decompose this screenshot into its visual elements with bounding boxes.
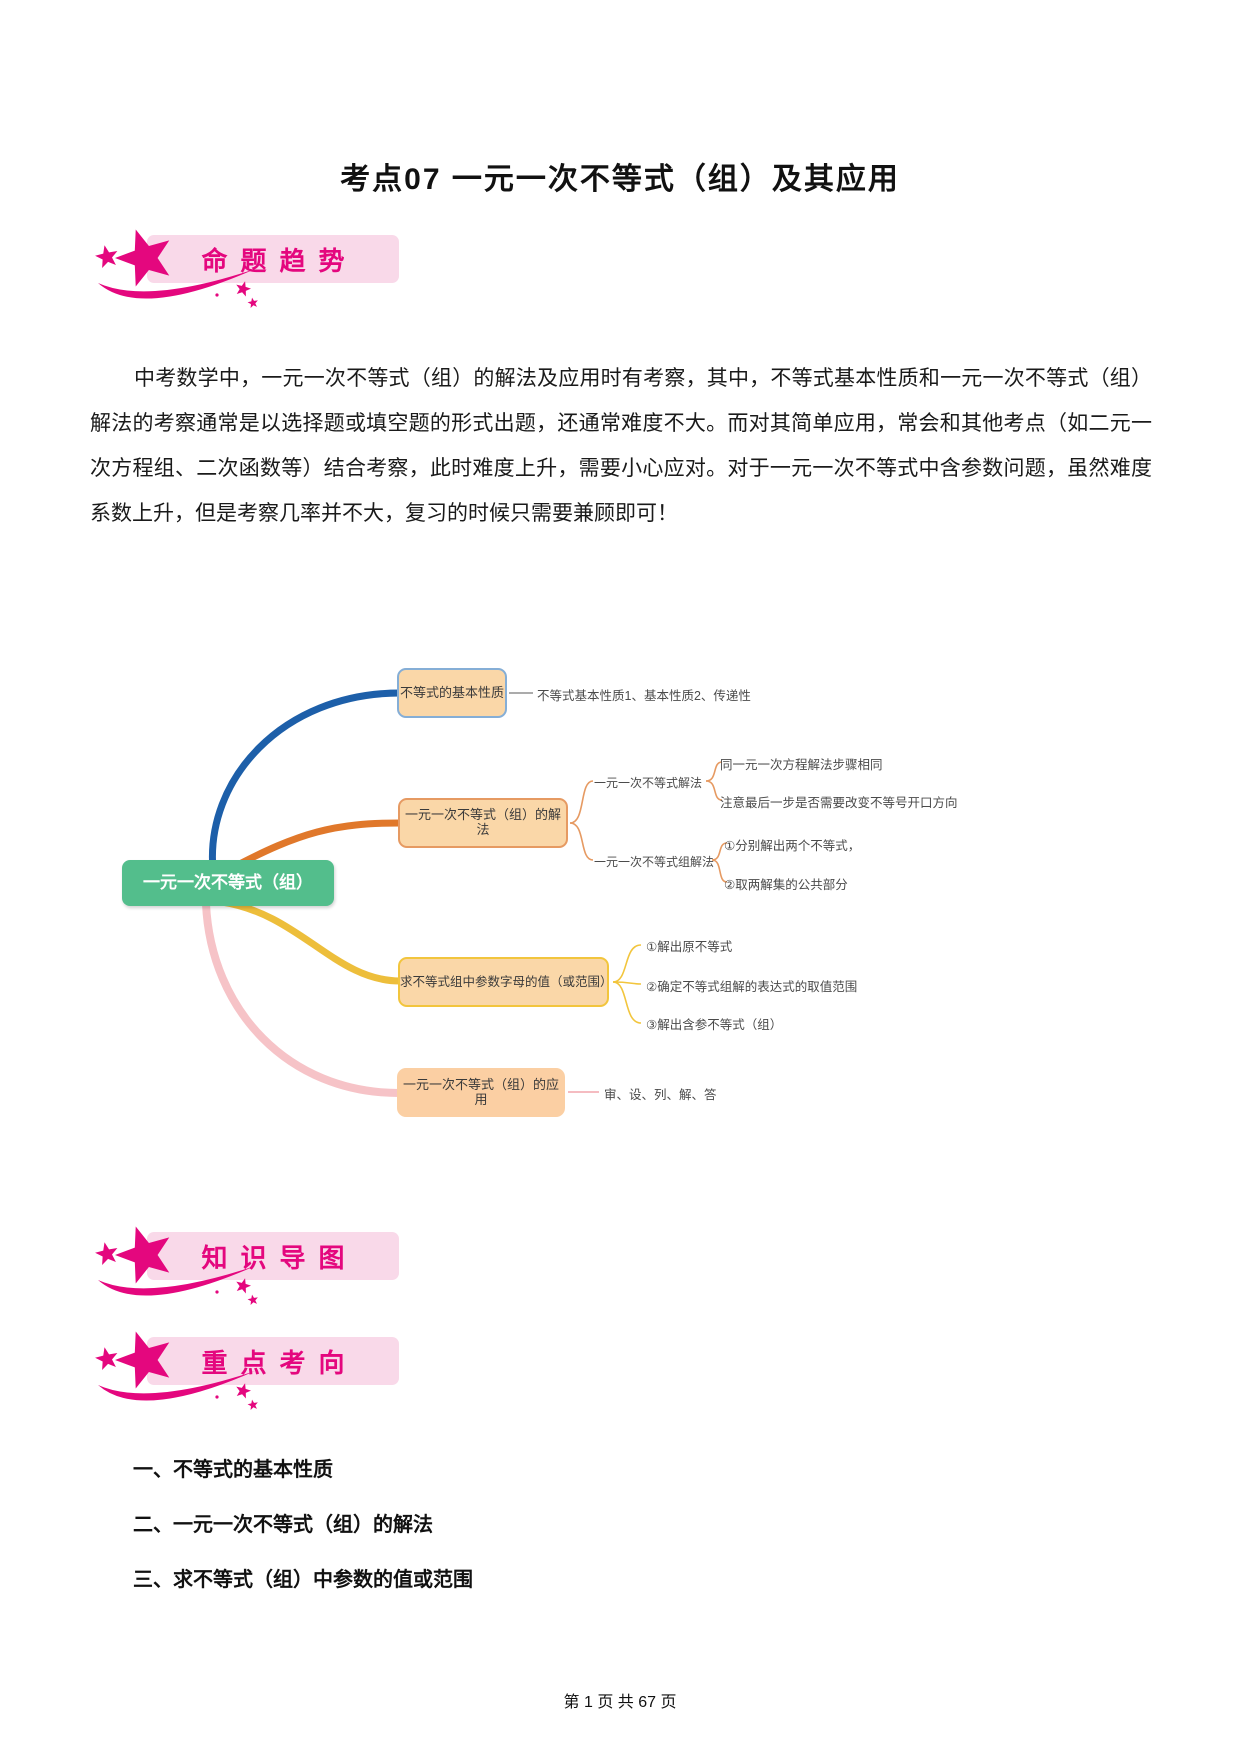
star-swoosh-icon: [95, 225, 259, 309]
badge-label: 知识导图: [147, 1232, 399, 1280]
mindmap-note: 同一元一次方程解法步骤相同: [720, 758, 883, 772]
mindmap-note: 审、设、列、解、答: [604, 1088, 717, 1102]
mindmap-note: ②确定不等式组解的表达式的取值范围: [646, 980, 858, 994]
intro-paragraph: 中考数学中，一元一次不等式（组）的解法及应用时有考察，其中，不等式基本性质和一元…: [90, 367, 1152, 525]
page-title: 考点07 一元一次不等式（组）及其应用: [340, 163, 900, 196]
mindmap-note: ③解出含参不等式（组）: [646, 1018, 783, 1032]
mindmap-branch-parameters: 求不等式组中参数字母的值（或范围）: [398, 957, 613, 1007]
mindmap-connector-curves: [202, 689, 728, 1097]
focus-topic-item: 一、不等式的基本性质: [133, 1459, 333, 1481]
mindmap: 一元一次不等式（组） 不等式的基本性质 不等式基本性质1、基本性质2、传递性 一…: [0, 590, 1240, 1160]
mindmap-branch-properties: 不等式的基本性质: [397, 668, 507, 718]
mindmap-note: ①分别解出两个不等式，: [724, 839, 861, 853]
mindmap-subnode: 一元一次不等式组解法: [594, 855, 715, 869]
mindmap-subnode: 一元一次不等式解法: [594, 776, 703, 790]
mindmap-branch-solving: 一元一次不等式（组）的解法: [398, 798, 568, 848]
mindmap-branch-applications: 一元一次不等式（组）的应用: [397, 1068, 565, 1117]
focus-topic-item: 三、求不等式（组）中参数的值或范围: [133, 1569, 473, 1591]
badge-label: 命题趋势: [147, 235, 399, 283]
mindmap-note: ①解出原不等式: [646, 940, 733, 954]
star-swoosh-icon: [95, 1327, 259, 1411]
star-swoosh-icon: [95, 1222, 259, 1306]
badge-label: 重点考向: [147, 1337, 399, 1385]
focus-topic-item: 二、一元一次不等式（组）的解法: [133, 1514, 433, 1536]
focus-topic-list: 一、不等式的基本性质 二、一元一次不等式（组）的解法 三、求不等式（组）中参数的…: [133, 1443, 473, 1608]
section-badge-knowledge: 知识导图: [95, 1222, 425, 1314]
page-number: 第 1 页 共 67 页: [563, 1694, 677, 1711]
mindmap-note: 不等式基本性质1、基本性质2、传递性: [537, 689, 751, 703]
mindmap-root-node: 一元一次不等式（组）: [122, 860, 334, 906]
section-badge-focus: 重点考向: [95, 1327, 425, 1419]
mindmap-note: 注意最后一步是否需要改变不等号开口方向: [720, 796, 958, 810]
mindmap-note: ②取两解集的公共部分: [724, 878, 848, 892]
section-badge-trend: 命题趋势: [95, 225, 425, 317]
